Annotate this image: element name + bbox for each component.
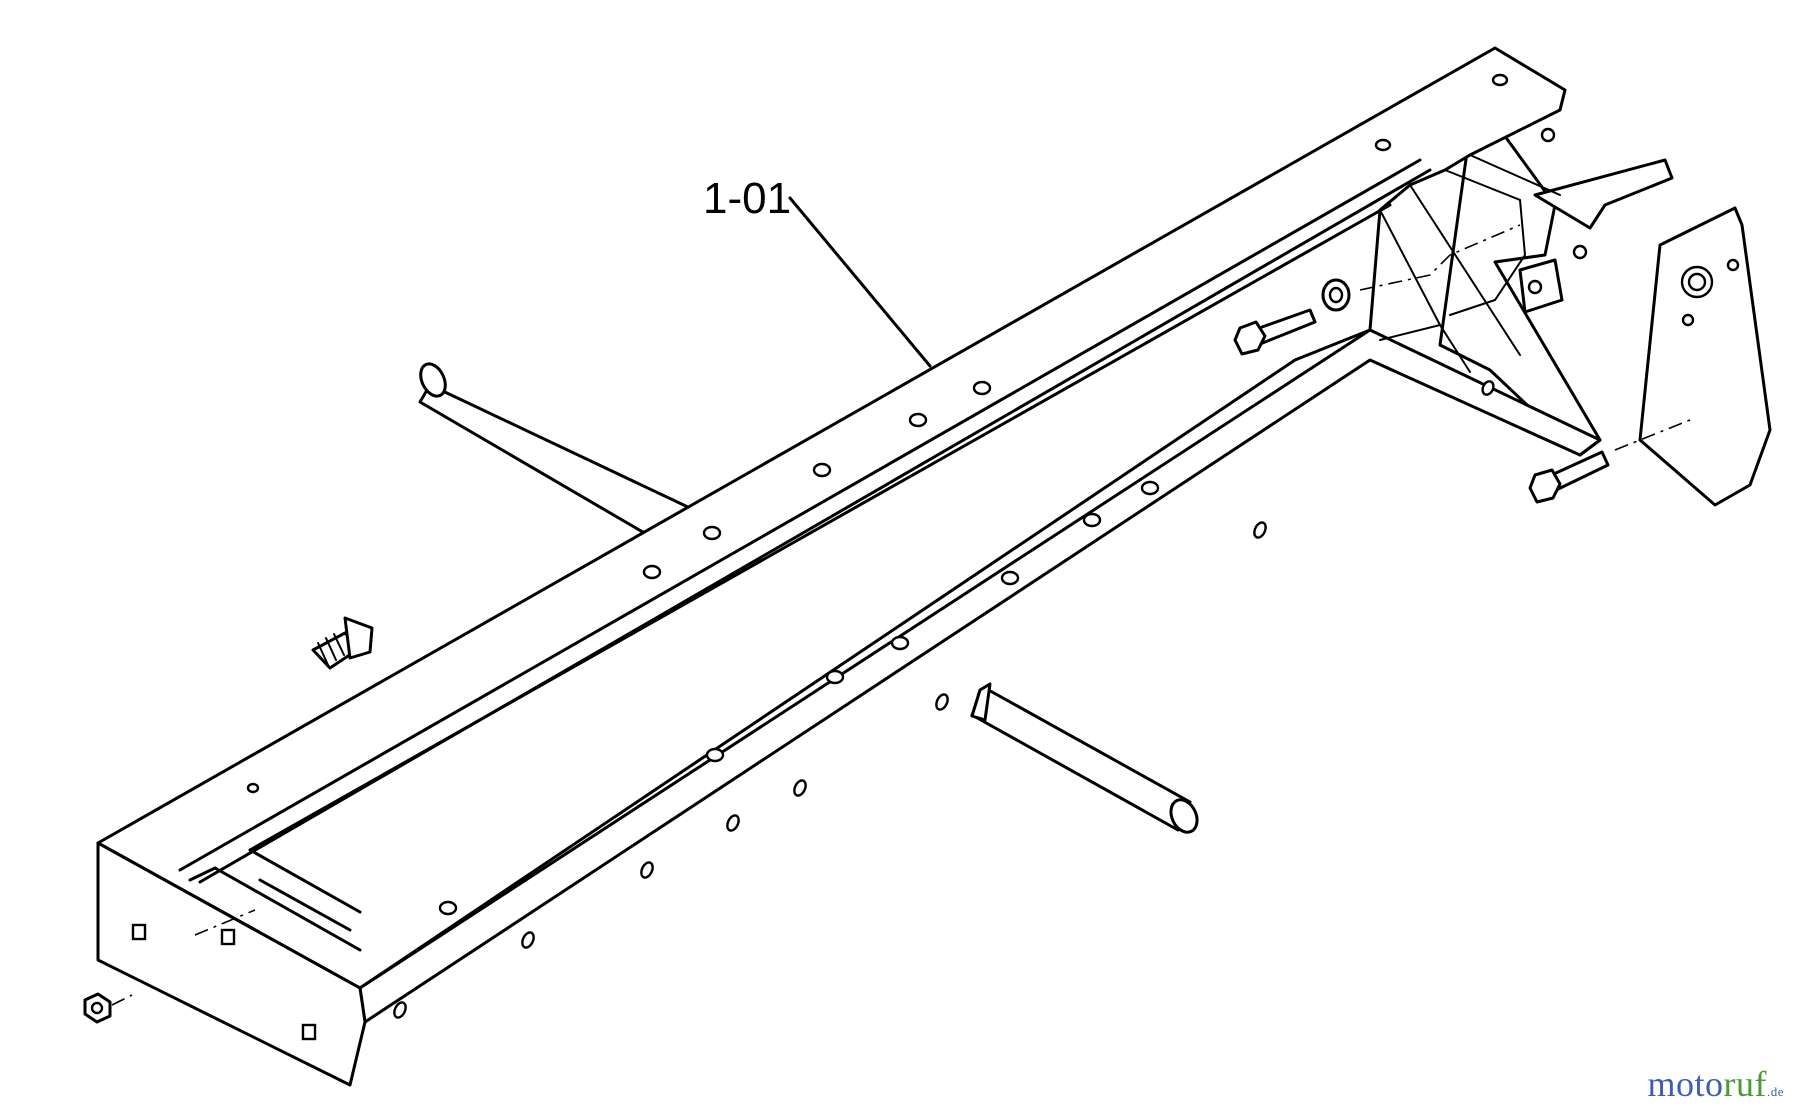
assembly-center-lines [111, 224, 1691, 1006]
front-end-bracket [1438, 93, 1772, 507]
carriage-bolt [311, 616, 374, 670]
watermark-text-a: moto [1647, 1064, 1724, 1104]
front-axle-rod [970, 682, 1199, 834]
rear-axle-rod [418, 362, 692, 547]
hex-bolt-lower [1528, 450, 1610, 504]
part-label-1-01: 1-01 [703, 174, 791, 223]
watermark-logo: motoruf.de [1647, 1063, 1784, 1105]
frame-top-rail [96, 46, 1567, 990]
top-rail-holes [642, 73, 1509, 580]
inner-rail-lines [1379, 154, 1561, 373]
hex-nut [83, 992, 112, 1024]
frame-rear-end [131, 782, 407, 1041]
watermark-text-b: ruf [1723, 1064, 1767, 1104]
hex-bolt-upper [1233, 308, 1317, 356]
side-rail-holes [438, 380, 1495, 949]
part-callout: 1-01 [703, 174, 932, 368]
callout-leader-line [788, 196, 932, 368]
watermark-text-c: .de [1766, 1084, 1784, 1099]
lock-washer [1321, 278, 1351, 312]
frame-side-face [96, 328, 1602, 1087]
